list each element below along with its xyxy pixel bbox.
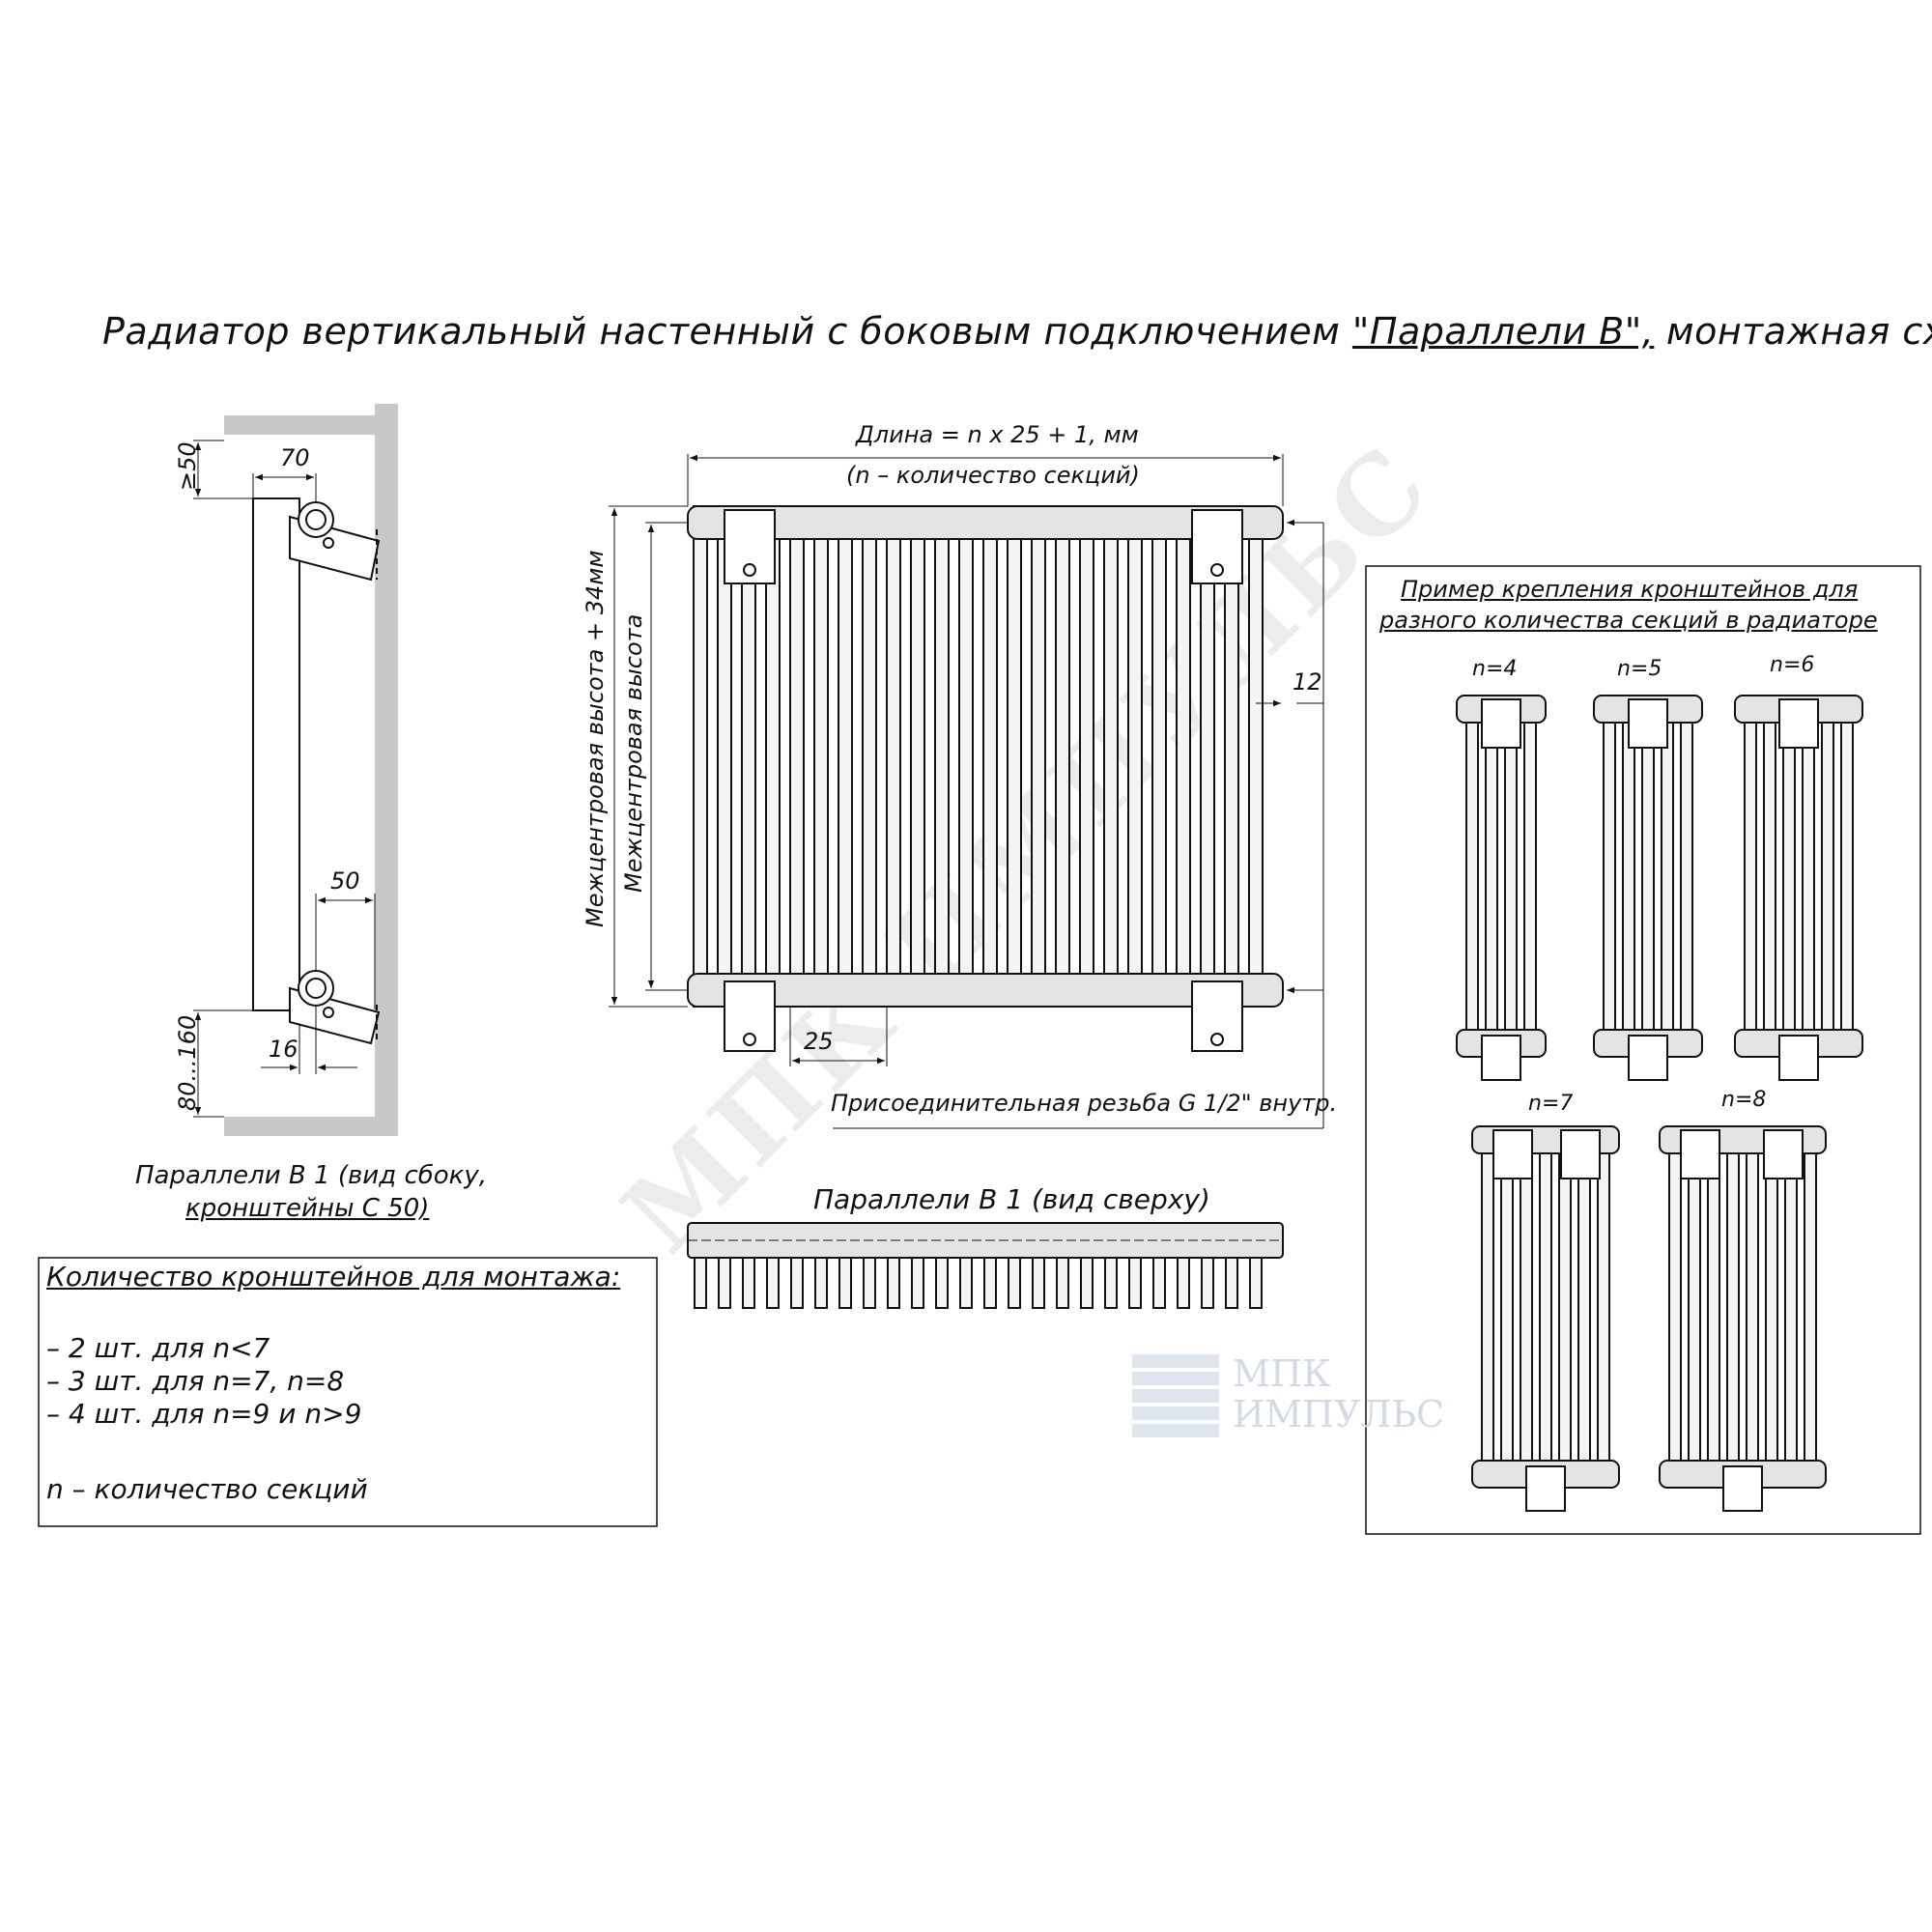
bracket-count-heading: Количество кронштейнов для монтажа: [46,1261,621,1293]
thread-note: Присоединительная резьба G 1/2" внутр. [831,1090,1338,1117]
height-total: Межцентровая высота + 34мм [582,550,609,927]
bracket-count-note: n – количество секций [46,1473,368,1505]
top-view-caption: Параллели В 1 (вид сверху) [813,1183,1210,1215]
dim-depth-top: 70 [280,444,310,471]
side-view-caption-1: Параллели В 1 (вид сбоку, [135,1161,488,1190]
side-view-drawing [193,404,398,1136]
example-label-n5: n=5 [1617,657,1662,681]
page-title: Радиатор вертикальный настенный с боковы… [102,313,1932,350]
watermark-logo-2: ИМПУЛЬС [1233,1393,1445,1435]
dim-bottom-gap: 80...160 [174,1014,201,1111]
title-model: "Параллели В", [1351,310,1655,353]
dim-bracket: 50 [330,867,360,895]
bracket-count-box [38,1257,658,1527]
side-view-caption-2: кронштейны С 50) [185,1194,430,1223]
example-label-n8: n=8 [1721,1088,1767,1112]
bracket-rule-3: – 4 шт. для n=9 и n>9 [46,1398,362,1430]
example-label-n6: n=6 [1770,653,1815,677]
length-note: (n – количество секций) [846,462,1140,489]
examples-heading-2: разного количества секций в радиаторе [1379,607,1878,634]
title-tail: монтажная схема [1665,310,1932,353]
dim-side: 12 [1293,668,1322,696]
example-label-n7: n=7 [1528,1092,1574,1116]
example-label-n4: n=4 [1472,657,1518,681]
bracket-rule-1: – 2 шт. для n<7 [46,1332,270,1364]
examples-box [1365,565,1921,1535]
length-formula: Длина = n x 25 + 1, мм [856,421,1139,448]
watermark-logo-icon [1132,1354,1219,1437]
front-view-drawing [609,454,1324,1129]
dim-offset: 16 [269,1036,298,1063]
dim-top-gap: ≥50 [174,441,201,491]
watermark-logo-1: МПК [1233,1352,1331,1395]
bracket-rule-2: – 3 шт. для n=7, n=8 [46,1365,345,1397]
example-n6 [1734,695,1863,1081]
example-n7 [1471,1125,1620,1512]
example-n5 [1593,695,1703,1081]
top-view-drawing [687,1222,1284,1309]
height-center: Межцентровая высота [620,613,647,893]
title-main: Радиатор вертикальный настенный с боковы… [102,310,1352,353]
example-n8 [1659,1125,1827,1512]
example-n4 [1456,695,1547,1081]
examples-heading-1: Пример крепления кронштейнов для [1401,576,1859,603]
dim-pitch: 25 [804,1028,834,1055]
